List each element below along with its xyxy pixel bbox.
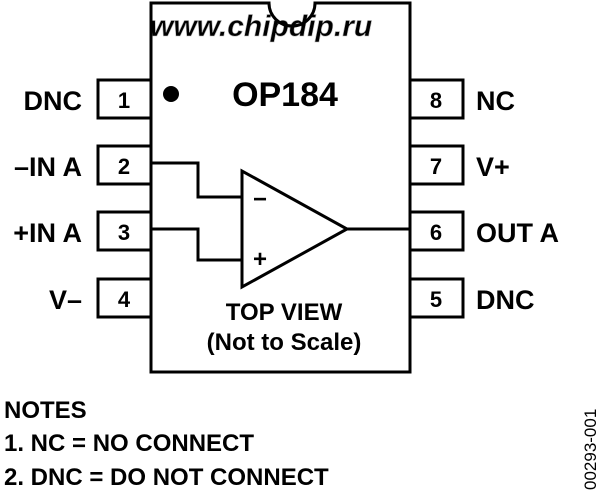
wire-noninverting-input — [151, 227, 242, 262]
pin-3: 3 — [96, 210, 153, 252]
package-body — [149, 1, 412, 374]
notes-item: 2. DNC = DO NOT CONNECT — [4, 464, 329, 491]
figure-id: 00293-001 — [581, 409, 600, 490]
view-caption-line1: TOP VIEW — [226, 299, 343, 326]
pin-4: 4 — [96, 277, 153, 319]
pin-2: 2 — [96, 144, 153, 186]
pin-1: 1 — [96, 78, 153, 120]
opamp-minus-sign: − — [253, 186, 267, 213]
part-number: OP184 — [232, 76, 338, 114]
pin-number: 6 — [430, 220, 442, 245]
view-caption-line2: (Not to Scale) — [207, 329, 362, 356]
pin-name-right: V+ — [476, 152, 510, 182]
notes-item: 1. NC = NO CONNECT — [4, 430, 254, 457]
pin1-indicator-dot — [163, 86, 179, 102]
pin-number: 2 — [118, 154, 130, 179]
pin-name-left: –IN A — [14, 152, 82, 182]
pin-7: 7 — [408, 144, 465, 186]
pin-number: 3 — [118, 220, 130, 245]
notes-heading: NOTES — [4, 397, 87, 424]
pin-number: 7 — [430, 154, 442, 179]
pin-number: 8 — [430, 88, 442, 113]
watermark-text: www.chipdip.ru — [150, 10, 372, 43]
wire-inverting-input — [151, 161, 242, 199]
pin-number: 5 — [430, 287, 442, 312]
pin-name-left: DNC — [24, 86, 83, 116]
opamp-triangle — [240, 168, 351, 290]
pin-name-right: DNC — [476, 285, 535, 315]
pin-number: 4 — [118, 287, 131, 312]
pin-number: 1 — [118, 88, 130, 113]
pin-name-right: NC — [476, 86, 515, 116]
pin-name-right: OUT A — [476, 218, 559, 248]
pin-8: 8 — [408, 78, 465, 120]
pin-name-left: V– — [49, 285, 82, 315]
opamp-plus-sign: + — [253, 246, 267, 273]
pin-6: 6 — [408, 210, 465, 252]
pin-name-left: +IN A — [13, 218, 82, 248]
pin-5: 5 — [408, 277, 465, 319]
